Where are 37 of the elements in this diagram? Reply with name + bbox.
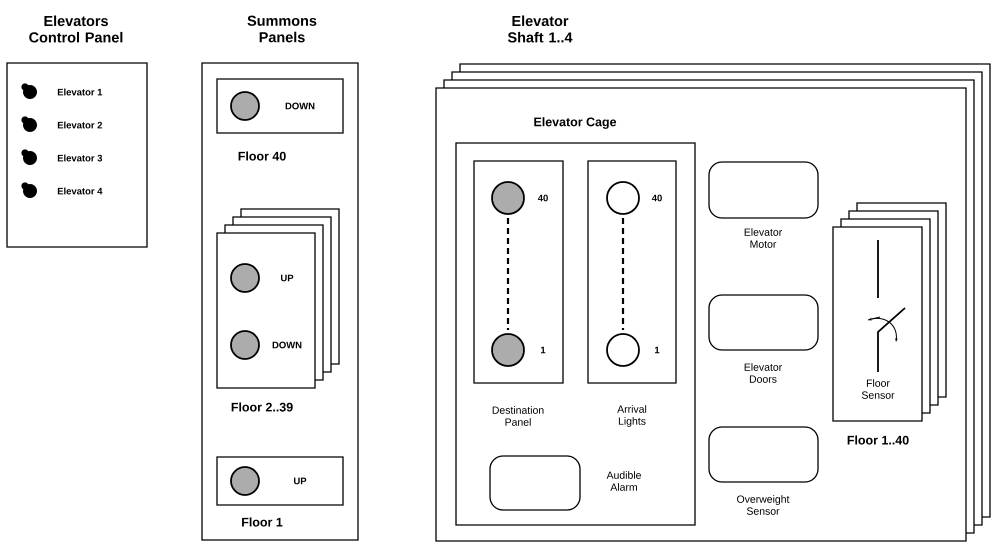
node-label: Elevator Cage [534,117,616,129]
component-box [708,426,819,483]
node-label: Overweight Sensor [737,495,790,515]
button-label: UP [281,274,294,282]
button-label: DOWN [272,342,302,348]
panel-box [216,78,344,134]
node-label: Floor 40 [238,151,286,161]
component-box [489,455,581,511]
node-label: Elevator Shaft 1..4 [508,15,572,43]
node-label: Elevator Motor [744,228,782,248]
node-label: Destination Panel [492,406,544,426]
button-label: 40 [538,194,548,202]
button-label: DOWN [286,102,314,110]
button-label: 40 [652,194,662,202]
stacked-panels [832,202,947,422]
button-label: Elevator 4 [58,188,102,194]
button-label: Elevator 3 [58,154,102,162]
node-label: Floor 2..39 [232,402,293,412]
node-label: Elevators Control Panel [29,15,122,43]
node-label: Summons Panels [248,16,316,42]
panel-box [473,160,564,384]
node-label: Floor 1..40 [848,435,909,445]
button-label: UP [294,478,306,484]
panel-box [6,62,148,248]
component-box [708,161,819,219]
panel-box [587,160,677,384]
node-label: Arrival Lights [617,405,646,427]
node-label: Floor 1 [242,517,282,527]
node-label: Elevator Doors [744,363,782,383]
node-label: Audible Alarm [606,471,641,491]
node-label: Floor Sensor [862,379,894,399]
button-label: 1 [540,346,546,354]
button-label: Elevator 1 [58,88,102,96]
button-label: 1 [654,346,660,354]
component-box [708,294,819,351]
stacked-panels [216,208,340,389]
button-label: Elevator 2 [58,122,102,128]
